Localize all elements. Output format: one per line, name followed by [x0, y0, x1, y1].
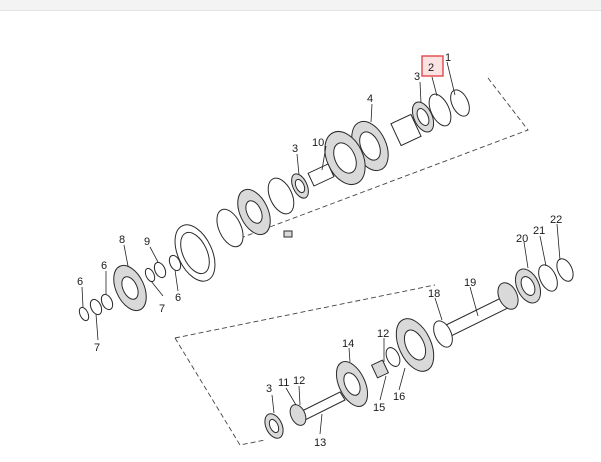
ring-part-6-right[interactable] [167, 254, 183, 273]
callout-18: 18 [428, 288, 440, 300]
upper-shaft-assembly [77, 89, 470, 322]
callout-6-top: 6 [101, 260, 107, 272]
synchro-cone [216, 208, 244, 248]
callout-7-bottom: 7 [94, 342, 100, 354]
callout-19: 19 [464, 277, 476, 289]
callout-21: 21 [533, 225, 545, 237]
washer-part-11[interactable] [287, 402, 309, 428]
shaft-part-13[interactable] [299, 391, 346, 421]
callout-13: 13 [314, 437, 326, 449]
callout-10: 10 [312, 137, 324, 149]
callout-2[interactable]: 2 [428, 62, 434, 74]
callout-3-top: 3 [414, 71, 420, 83]
assembly-guide-upper [229, 77, 529, 243]
ring-part-7-lower[interactable] [88, 298, 104, 317]
ring-part-21[interactable] [535, 262, 561, 294]
callout-12-left: 12 [293, 375, 305, 387]
callout-2-highlight [421, 55, 444, 77]
callout-11: 11 [278, 377, 289, 389]
callout-1: 1 [445, 52, 451, 64]
callout-16: 16 [393, 391, 405, 403]
ring-part-18[interactable] [430, 318, 456, 350]
callout-8: 8 [119, 234, 125, 246]
callout-4: 4 [367, 93, 373, 105]
sleeve-gear [390, 113, 422, 147]
ring-part-7-upper[interactable] [143, 267, 156, 283]
callout-20: 20 [516, 233, 528, 245]
needle-bearing-part-12[interactable] [370, 359, 390, 379]
ring-part-15[interactable] [383, 345, 402, 368]
callout-labels: 1 2 3 4 3 10 8 9 6 6 7 6 7 22 20 21 18 1… [77, 52, 562, 449]
ring-part-6-left[interactable] [77, 306, 90, 322]
ring-part-6-middle[interactable] [99, 293, 115, 312]
callout-3-mid: 3 [292, 143, 298, 155]
window-top-strip [0, 0, 601, 11]
lower-shaft-assembly [264, 258, 574, 439]
callout-12-right: 12 [377, 328, 389, 340]
collar-part-10[interactable] [307, 163, 335, 187]
callout-6-left: 6 [77, 276, 83, 288]
callout-9: 9 [144, 236, 150, 248]
ring-part-9[interactable] [152, 261, 168, 280]
callout-15: 15 [373, 402, 385, 414]
synchronizer-ring [267, 177, 295, 215]
callout-22: 22 [550, 214, 562, 226]
leader-lines [81, 61, 561, 435]
assembly-guide-lower [174, 284, 436, 446]
callout-6-right: 6 [175, 292, 181, 304]
small-bolt [283, 230, 293, 238]
callout-3-bottom: 3 [266, 383, 272, 395]
callout-14: 14 [342, 338, 354, 350]
callout-7-right: 7 [159, 303, 165, 315]
